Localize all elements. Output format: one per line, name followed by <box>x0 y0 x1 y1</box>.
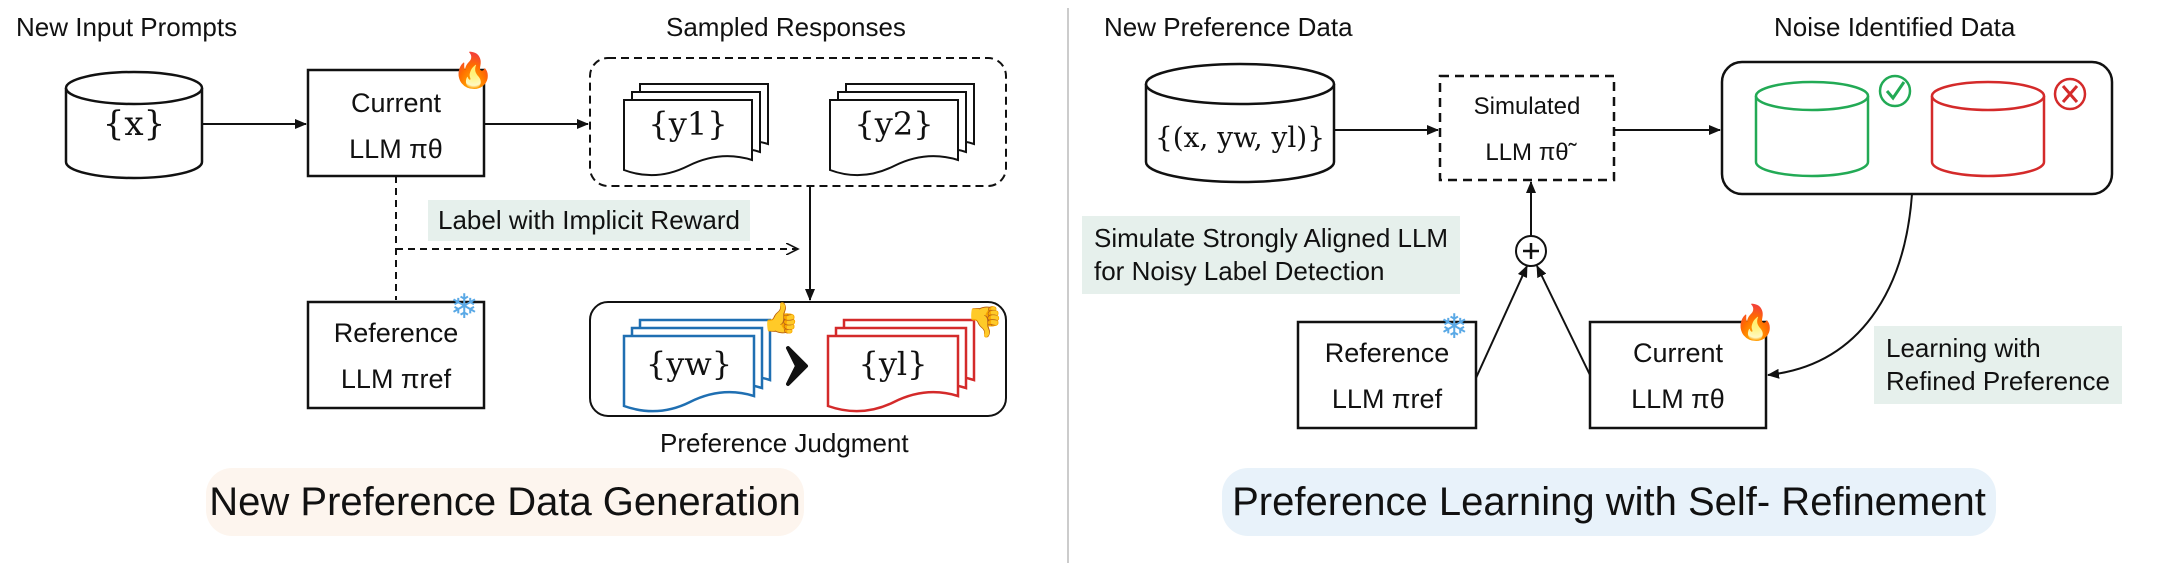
check-icon <box>1878 74 1912 108</box>
current-llm-right-line1: Current <box>1632 338 1724 368</box>
response-1-text: {y1} <box>648 105 728 143</box>
preference-database <box>1144 62 1336 184</box>
snowflake-icon-right: ❄ <box>1440 308 1469 346</box>
plus-circle-icon <box>1515 235 1547 267</box>
current-llm-box-right <box>1588 320 1768 430</box>
label-new-input-prompts: New Input Prompts <box>16 12 238 42</box>
snowflake-icon: ❄ <box>450 288 479 326</box>
fire-icon: 🔥 <box>452 52 495 90</box>
simulate-note-line1: Simulate Strongly Aligned LLM <box>1094 223 1449 253</box>
current-llm-right-line2: LLM πθ <box>1631 384 1725 414</box>
reference-llm-line1: Reference <box>333 318 459 348</box>
left-panel-title: New Preference Data Generation <box>206 468 804 536</box>
learning-note: Learning with Refined Preference <box>1874 326 2123 404</box>
reference-llm-box <box>306 300 486 410</box>
current-llm-line2: LLM πθ <box>349 134 443 164</box>
label-sampled-responses: Sampled Responses <box>666 12 906 42</box>
thumbs-down-icon: 👎 <box>966 306 1004 339</box>
learning-note-line2: Refined Preference <box>1886 366 2111 396</box>
clean-data-cylinder <box>1754 80 1870 178</box>
reference-llm-right-line1: Reference <box>1324 338 1450 368</box>
prompt-db-text: {x} <box>102 104 166 144</box>
winner-text: {yw} <box>645 345 733 383</box>
arrow-reference-to-combine <box>1475 265 1528 379</box>
thumbs-up-icon: 👍 <box>762 302 800 335</box>
reference-llm-right-text: Reference LLM πref <box>1298 330 1476 422</box>
winner-doc-stack <box>622 318 772 413</box>
label-preference-judgment: Preference Judgment <box>660 428 909 458</box>
current-llm-right-text: Current LLM πθ <box>1590 330 1766 422</box>
simulated-llm-box <box>1438 74 1616 182</box>
simulate-note-line2: for Noisy Label Detection <box>1094 256 1385 286</box>
loser-text: {yl} <box>858 345 928 383</box>
current-llm-line1: Current <box>350 88 442 118</box>
response-1-doc-stack <box>623 83 769 177</box>
simulate-note: Simulate Strongly Aligned LLM for Noisy … <box>1082 216 1461 294</box>
label-noise-identified-data: Noise Identified Data <box>1774 12 2016 42</box>
implicit-reward-note: Label with Implicit Reward <box>428 200 751 241</box>
reference-llm-line2: LLM πref <box>340 364 452 394</box>
simulated-llm-text: Simulated LLM πθ̃ <box>1440 84 1614 176</box>
right-panel-title: Preference Learning with Self- Refinemen… <box>1222 468 1996 536</box>
greater-than-chevron <box>786 346 808 386</box>
label-new-preference-data: New Preference Data <box>1104 12 1353 42</box>
learning-note-line1: Learning with <box>1886 333 2041 363</box>
simulated-llm-line2: LLM πθ̃ <box>1485 139 1569 166</box>
response-2-text: {y2} <box>854 105 934 143</box>
arrow-current-to-combine <box>1536 265 1591 376</box>
fire-icon-right: 🔥 <box>1734 304 1777 342</box>
preference-db-text: {(x, yw, yl)} <box>1154 121 1326 154</box>
loser-doc-stack <box>826 318 976 413</box>
simulated-llm-line1: Simulated <box>1473 93 1581 120</box>
noisy-data-cylinder <box>1930 80 2046 178</box>
reference-llm-box-right <box>1296 320 1478 430</box>
arrow-noise-to-current <box>1767 193 1913 379</box>
reference-llm-right-line2: LLM πref <box>1331 384 1443 414</box>
x-icon <box>2053 77 2087 111</box>
current-llm-text: Current LLM πθ <box>308 80 484 172</box>
response-2-doc-stack <box>829 83 975 177</box>
reference-llm-text: Reference LLM πref <box>308 310 484 402</box>
prompt-database <box>64 70 204 180</box>
